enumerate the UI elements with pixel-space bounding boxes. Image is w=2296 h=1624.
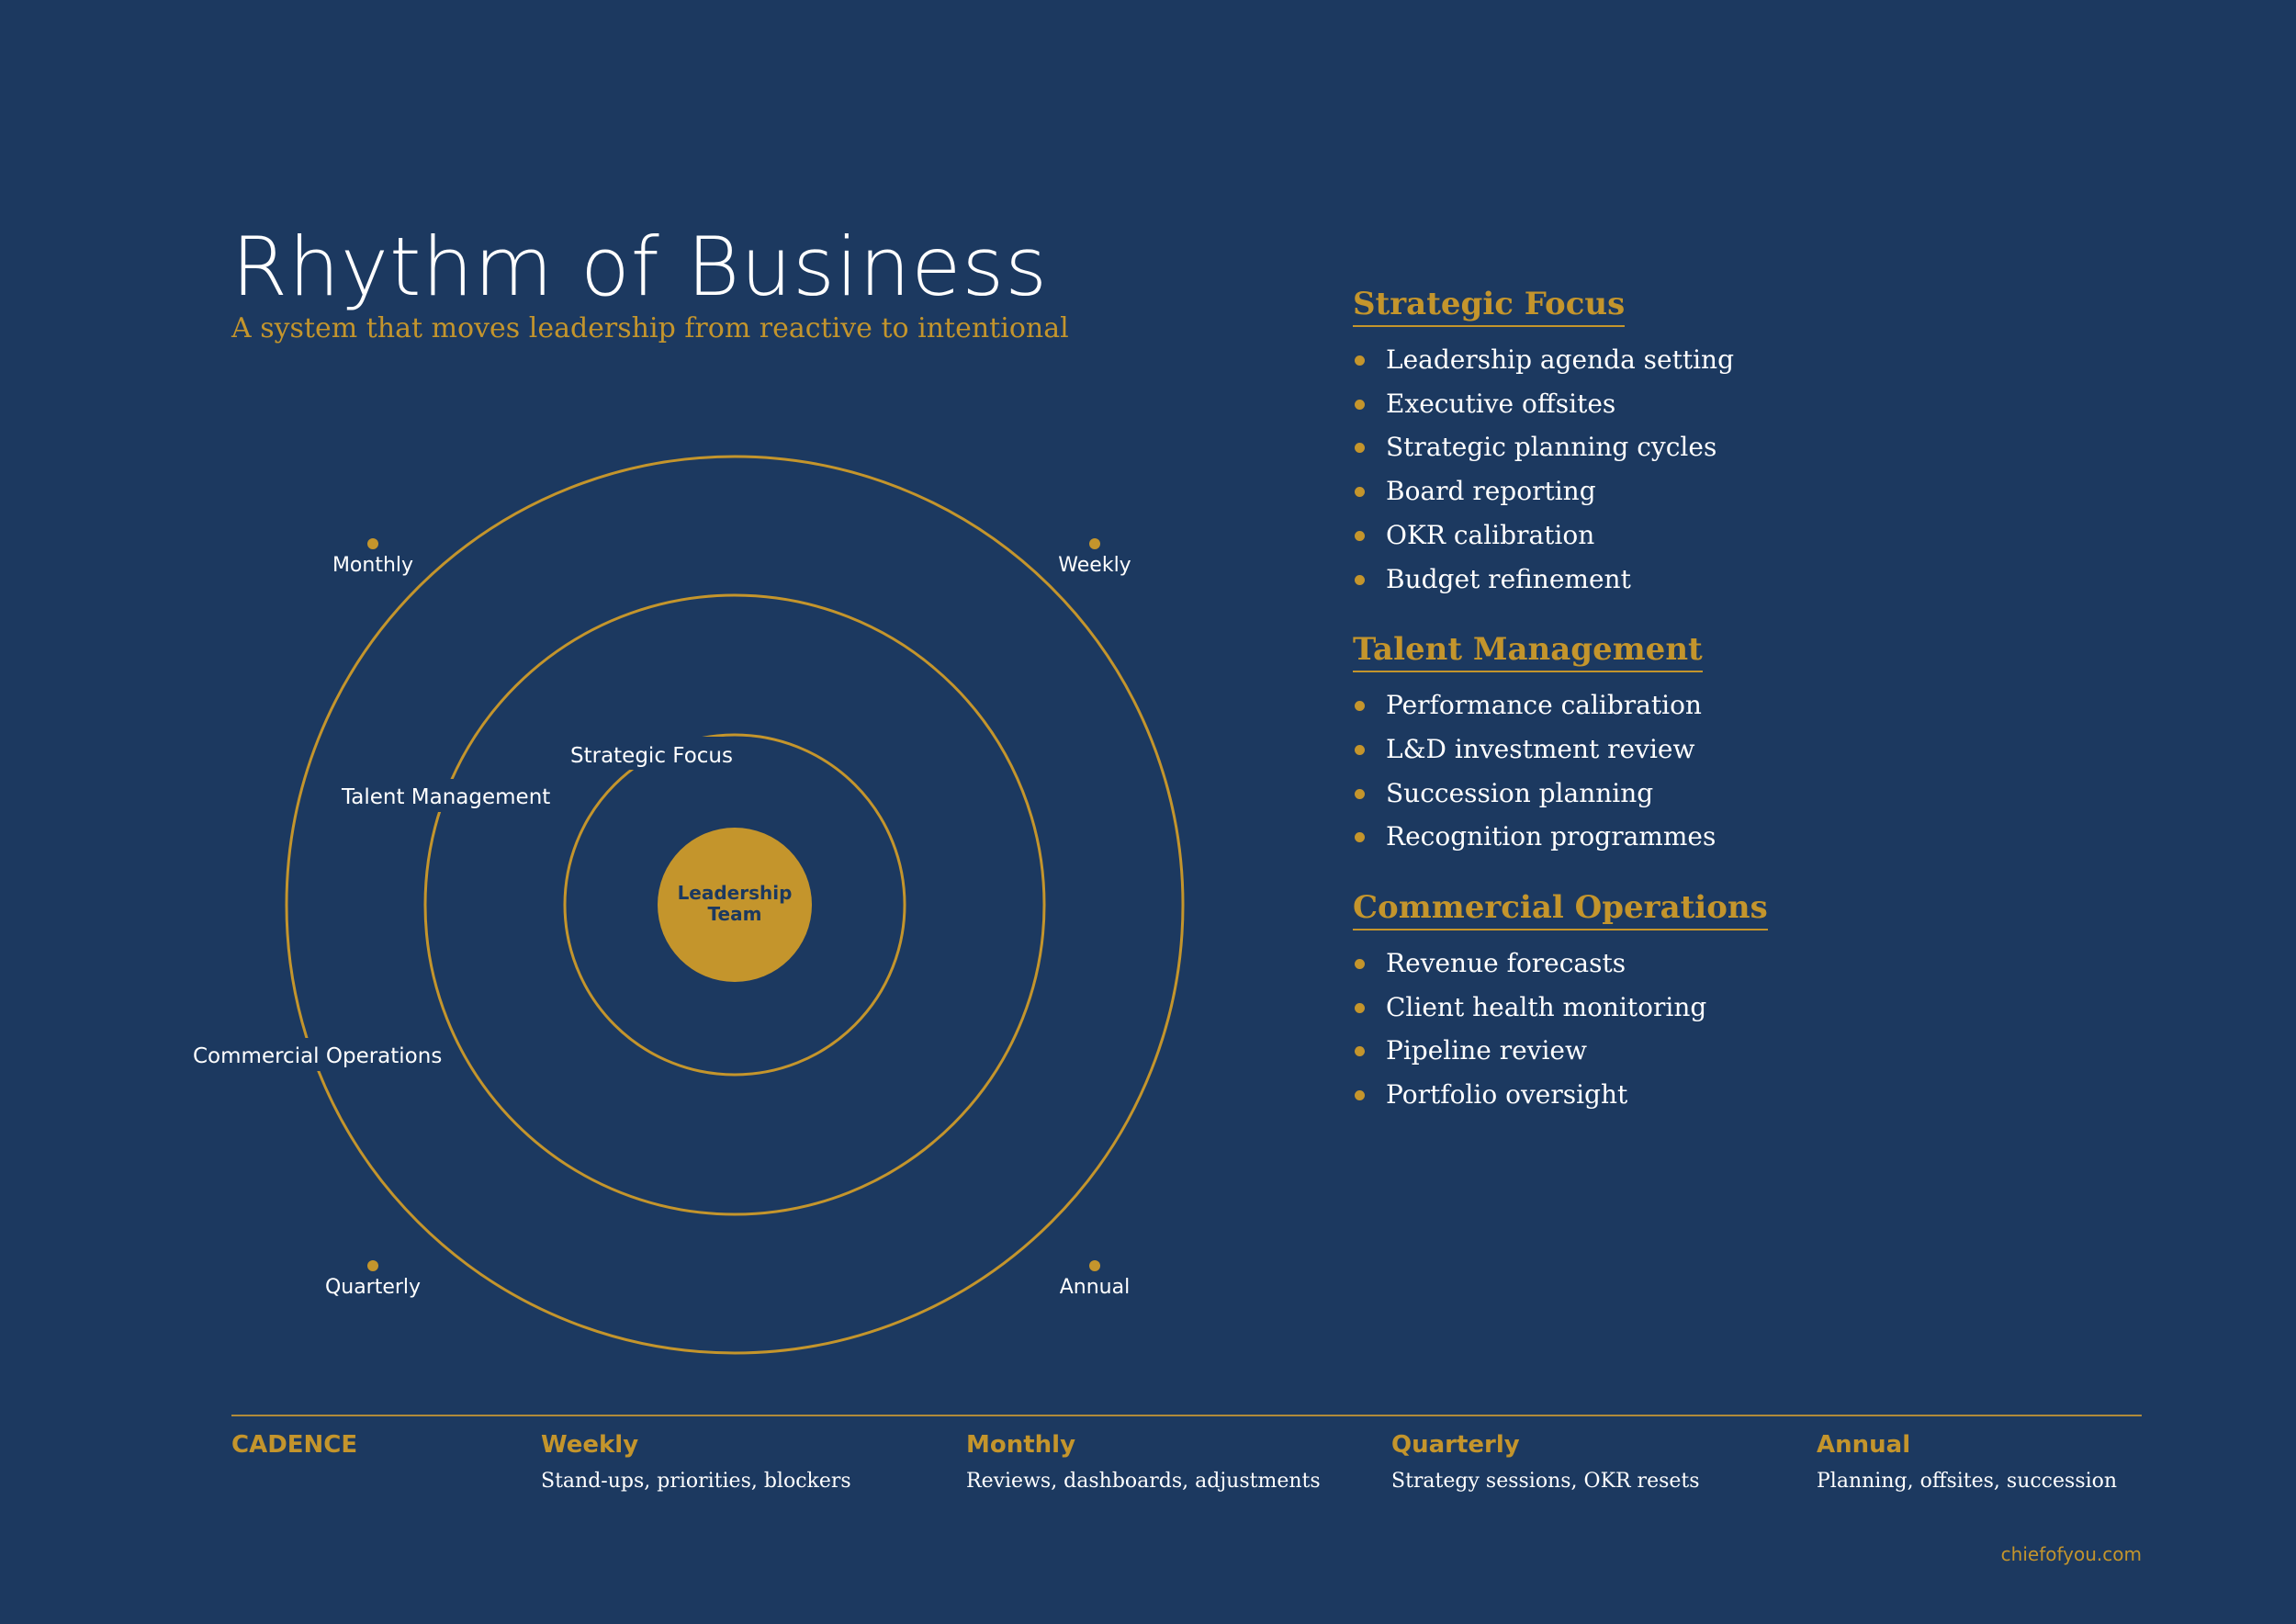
ring-label-strategic-focus: Strategic Focus — [570, 744, 733, 768]
ring-label-commercial-operations: Commercial Operations — [193, 1044, 442, 1068]
list-item-label: L&D investment review — [1386, 733, 1695, 764]
center-circle — [658, 828, 812, 982]
list-item-label: Succession planning — [1386, 777, 1654, 808]
section-title: Commercial Operations — [1353, 886, 1768, 931]
list-item: L&D investment review — [1353, 727, 1867, 772]
page-subtitle: A system that moves leadership from reac… — [231, 312, 1069, 344]
inner-ring — [563, 733, 906, 1077]
list-item-label: Client health monitoring — [1386, 991, 1707, 1022]
cadence-column-annual: Annual Planning, offsites, succession — [1817, 1431, 2117, 1493]
cadence-column-monthly: Monthly Reviews, dashboards, adjustments — [966, 1431, 1321, 1493]
list-item: Pipeline review — [1353, 1029, 1867, 1073]
bullet-icon — [1355, 530, 1365, 541]
bullet-icon — [1355, 399, 1365, 410]
bullet-icon — [1355, 1090, 1365, 1101]
ring-label-talent-management: Talent Management — [341, 785, 550, 809]
bullet-icon — [1355, 701, 1365, 712]
cadence-column-title: Monthly — [966, 1431, 1076, 1459]
list-item: Strategic planning cycles — [1353, 425, 1867, 469]
outer-ring — [285, 455, 1185, 1355]
marker-dot-monthly — [367, 538, 378, 549]
list-item: Revenue forecasts — [1353, 942, 1867, 986]
talent-management-label-bg — [334, 779, 551, 812]
list-item-label: Leadership agenda setting — [1386, 344, 1735, 375]
list-item: OKR calibration — [1353, 513, 1867, 558]
list-item-label: Pipeline review — [1386, 1035, 1587, 1066]
list-item-label: Revenue forecasts — [1386, 948, 1626, 979]
cadence-column-weekly: Weekly Stand-ups, priorities, blockers — [541, 1431, 851, 1493]
list-item-label: Board reporting — [1386, 476, 1596, 507]
list-item: Performance calibration — [1353, 683, 1867, 727]
focus-areas-list: Strategic Focus Leadership agenda settin… — [1353, 283, 1867, 1145]
section-commercial-operations: Commercial Operations Revenue forecasts … — [1353, 886, 1867, 1117]
bullet-icon — [1355, 832, 1365, 843]
cadence-column-title: Annual — [1817, 1431, 1911, 1459]
cadence-column-quarterly: Quarterly Strategy sessions, OKR resets — [1391, 1431, 1700, 1493]
section-title: Strategic Focus — [1353, 283, 1626, 327]
cadence-heading: CADENCE — [231, 1431, 358, 1459]
bullet-icon — [1355, 744, 1365, 755]
commercial-operations-label-bg — [187, 1038, 441, 1071]
list-item: Leadership agenda setting — [1353, 338, 1867, 382]
bullet-icon — [1355, 443, 1365, 454]
marker-label-monthly: Monthly — [332, 554, 413, 577]
list-item-label: Portfolio oversight — [1386, 1079, 1628, 1111]
middle-ring — [423, 593, 1046, 1216]
section-title: Talent Management — [1353, 628, 1703, 673]
section-talent-management: Talent Management Performance calibratio… — [1353, 628, 1867, 859]
center-label-line2: Team — [708, 903, 762, 925]
list-item: Recognition programmes — [1353, 815, 1867, 859]
bullet-icon — [1355, 574, 1365, 585]
list-item-label: OKR calibration — [1386, 519, 1595, 550]
marker-label-annual: Annual — [1060, 1276, 1130, 1299]
bullet-icon — [1355, 487, 1365, 498]
list-item: Executive offsites — [1353, 382, 1867, 426]
cadence-column-title: Weekly — [541, 1431, 639, 1459]
strategic-focus-label-bg — [562, 737, 735, 770]
bullet-icon — [1355, 1002, 1365, 1013]
list-item: Portfolio oversight — [1353, 1073, 1867, 1117]
list-item: Budget refinement — [1353, 558, 1867, 602]
page-title: Rhythm of Business — [231, 220, 1049, 314]
cadence-column-title: Quarterly — [1391, 1431, 1520, 1459]
bullet-icon — [1355, 355, 1365, 366]
cadence-column-desc: Planning, offsites, succession — [1817, 1470, 2118, 1493]
list-item-label: Budget refinement — [1386, 563, 1631, 594]
bullet-icon — [1355, 959, 1365, 970]
cadence-column-desc: Strategy sessions, OKR resets — [1391, 1470, 1700, 1493]
marker-dot-quarterly — [367, 1260, 378, 1271]
list-item-label: Performance calibration — [1386, 690, 1702, 721]
cadence-column-desc: Stand-ups, priorities, blockers — [541, 1470, 851, 1493]
marker-label-weekly: Weekly — [1058, 554, 1131, 577]
site-url: chiefofyou.com — [2000, 1543, 2142, 1565]
section-strategic-focus: Strategic Focus Leadership agenda settin… — [1353, 283, 1867, 601]
list-item-label: Executive offsites — [1386, 388, 1616, 419]
list-item: Client health monitoring — [1353, 986, 1867, 1030]
list-item-label: Strategic planning cycles — [1386, 432, 1717, 463]
rhythm-diagram: Leadership Team Strategic Focus Talent M… — [187, 455, 1185, 1355]
list-item: Board reporting — [1353, 469, 1867, 513]
marker-label-quarterly: Quarterly — [325, 1276, 421, 1299]
list-item: Succession planning — [1353, 772, 1867, 816]
footer-divider — [231, 1415, 2142, 1416]
bullet-icon — [1355, 788, 1365, 799]
list-item-label: Recognition programmes — [1386, 821, 1716, 852]
bullet-icon — [1355, 1046, 1365, 1057]
cadence-column-desc: Reviews, dashboards, adjustments — [966, 1470, 1321, 1493]
center-label-line1: Leadership — [678, 882, 793, 904]
marker-dot-annual — [1089, 1260, 1100, 1271]
marker-dot-weekly — [1089, 538, 1100, 549]
